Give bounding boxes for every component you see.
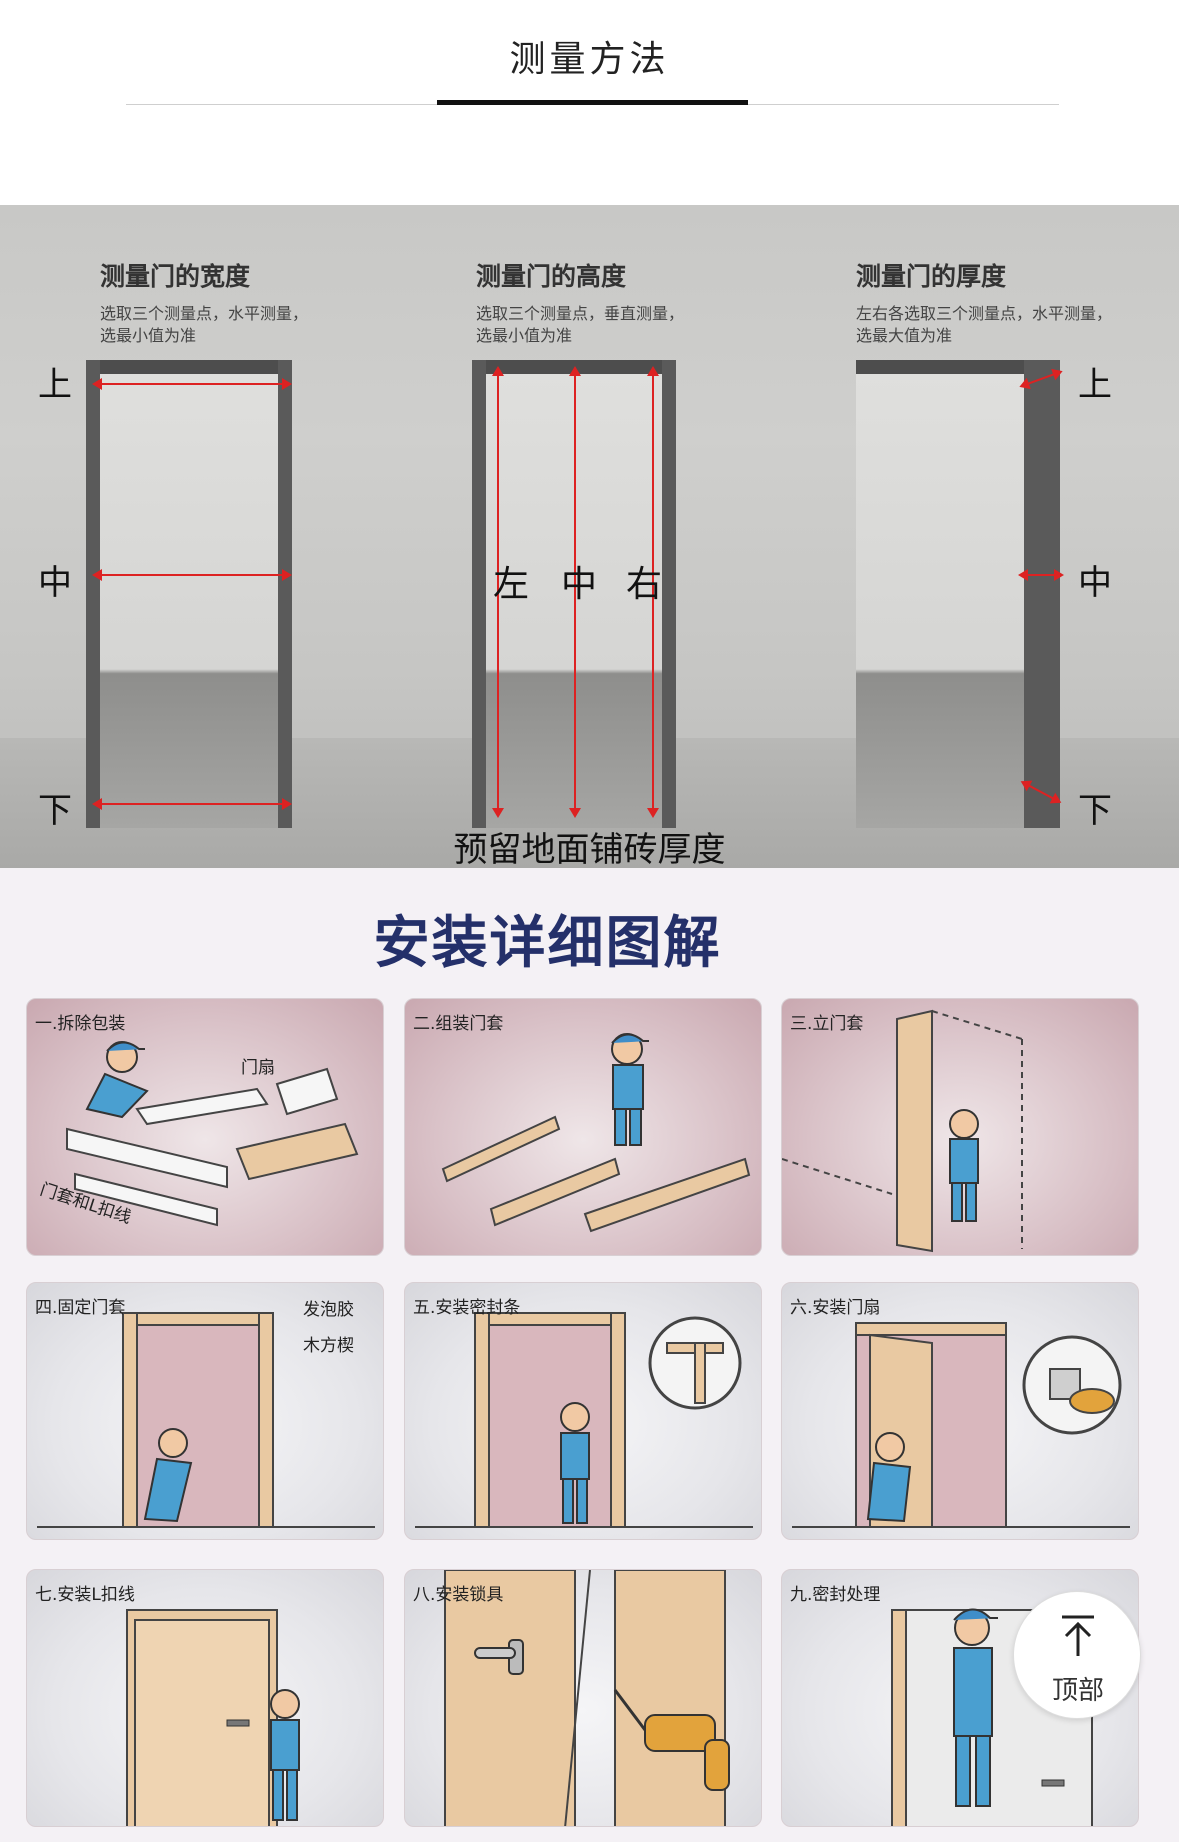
label-top-left: 上 [38,365,72,405]
height-arrow-right [647,366,659,818]
height-arrow-middle [569,366,581,818]
worker-figure [611,1033,649,1146]
step-label: 四.固定门套 [35,1298,126,1318]
height-label-left: 左 [493,564,530,605]
back-to-top-button[interactable]: 顶部 [1013,1591,1141,1719]
wood-boards-illustration [66,1067,359,1227]
lock-handle-icon [474,1639,524,1675]
reserve-floor-note: 预留地面铺砖厚度 [453,830,726,868]
step-label: 七.安装L扣线 [35,1585,135,1605]
door-frame-illustration [37,1312,375,1528]
door-edge-illustration [444,1570,726,1826]
detail-zoom-circle [1022,1335,1122,1435]
thickness-arrow-middle [1018,569,1064,581]
header-underline-bar [437,100,748,105]
page-header: 测量方法 [0,0,1179,205]
step-panel-8: 八.安装锁具 [404,1569,762,1827]
doorway-thickness [856,360,1060,828]
height-arrow-left [492,366,504,818]
measure-height-desc: 选取三个测量点，垂直测量， 选最小值为准 [476,304,685,345]
measure-thickness-desc: 左右各选取三个测量点，水平测量， 选最大值为准 [856,304,1113,345]
width-arrow-middle [92,569,292,581]
measure-height-title: 测量门的高度 [476,262,627,291]
step-panel-5: 五.安装密封条 [404,1282,762,1540]
step-label: 三.立门套 [790,1014,864,1034]
height-label-middle: 中 [561,564,598,605]
measure-thickness-title: 测量门的厚度 [856,262,1007,291]
width-arrow-top [92,378,292,390]
worker-figure [85,1041,149,1119]
step-label: 一.拆除包装 [35,1014,126,1034]
doorway-width [86,360,292,828]
page-title: 测量方法 [509,39,670,80]
step-panel-2: 二.组装门套 [404,998,762,1256]
worker-figure [143,1428,193,1523]
door-illustration [126,1609,278,1826]
worker-figure [949,1109,979,1222]
label-bottom-left: 下 [38,791,72,831]
step-panel-4: 四.固定门套 发泡胶 木方楔 [26,1282,384,1540]
step-panel-7: 七.安装L扣线 [26,1569,384,1827]
install-section: 安装详细图解 一.拆除包装 门扇 门套和L扣线 [0,868,1179,1842]
step-label: 六.安装门扇 [790,1298,881,1318]
measure-width-title: 测量门的宽度 [100,262,251,291]
arrow-up-icon [1062,1615,1094,1656]
label-bottom-right: 下 [1078,791,1112,831]
callout-wood-wedge: 木方楔 [303,1336,354,1356]
worker-figure [560,1402,590,1524]
install-title: 安装详细图解 [373,911,722,976]
detail-zoom-circle [648,1316,742,1410]
step-label: 五.安装密封条 [413,1298,521,1318]
door-frame-parts-illustration [441,1115,751,1233]
height-label-right: 右 [626,564,663,605]
measure-width-desc: 选取三个测量点，水平测量， 选最小值为准 [100,304,309,345]
measurement-illustration: 测量门的宽度 选取三个测量点，水平测量， 选最小值为准 上 中 下 测量门的高度… [0,205,1179,868]
door-frame-illustration [415,1312,753,1528]
width-arrow-bottom [92,798,292,810]
callout-foam-glue: 发泡胶 [303,1300,354,1320]
label-top-right: 上 [1078,365,1112,405]
step-panel-6: 六.安装门扇 [781,1282,1139,1540]
back-to-top-label: 顶部 [1051,1676,1104,1706]
drill-icon [613,1689,730,1791]
worker-figure [270,1689,300,1821]
step-label: 二.组装门套 [413,1014,504,1034]
label-middle-left: 中 [38,563,72,603]
step-label: 八.安装锁具 [413,1585,504,1605]
step-panel-1: 一.拆除包装 门扇 门套和L扣线 [26,998,384,1256]
step-label: 九.密封处理 [790,1585,881,1605]
label-middle-right: 中 [1078,563,1112,603]
worker-figure [953,1608,998,1807]
door-frame-illustration [782,1009,1023,1253]
worker-figure [866,1432,912,1523]
step-panel-3: 三.立门套 [781,998,1139,1256]
callout-door-leaf: 门扇 [241,1058,275,1078]
